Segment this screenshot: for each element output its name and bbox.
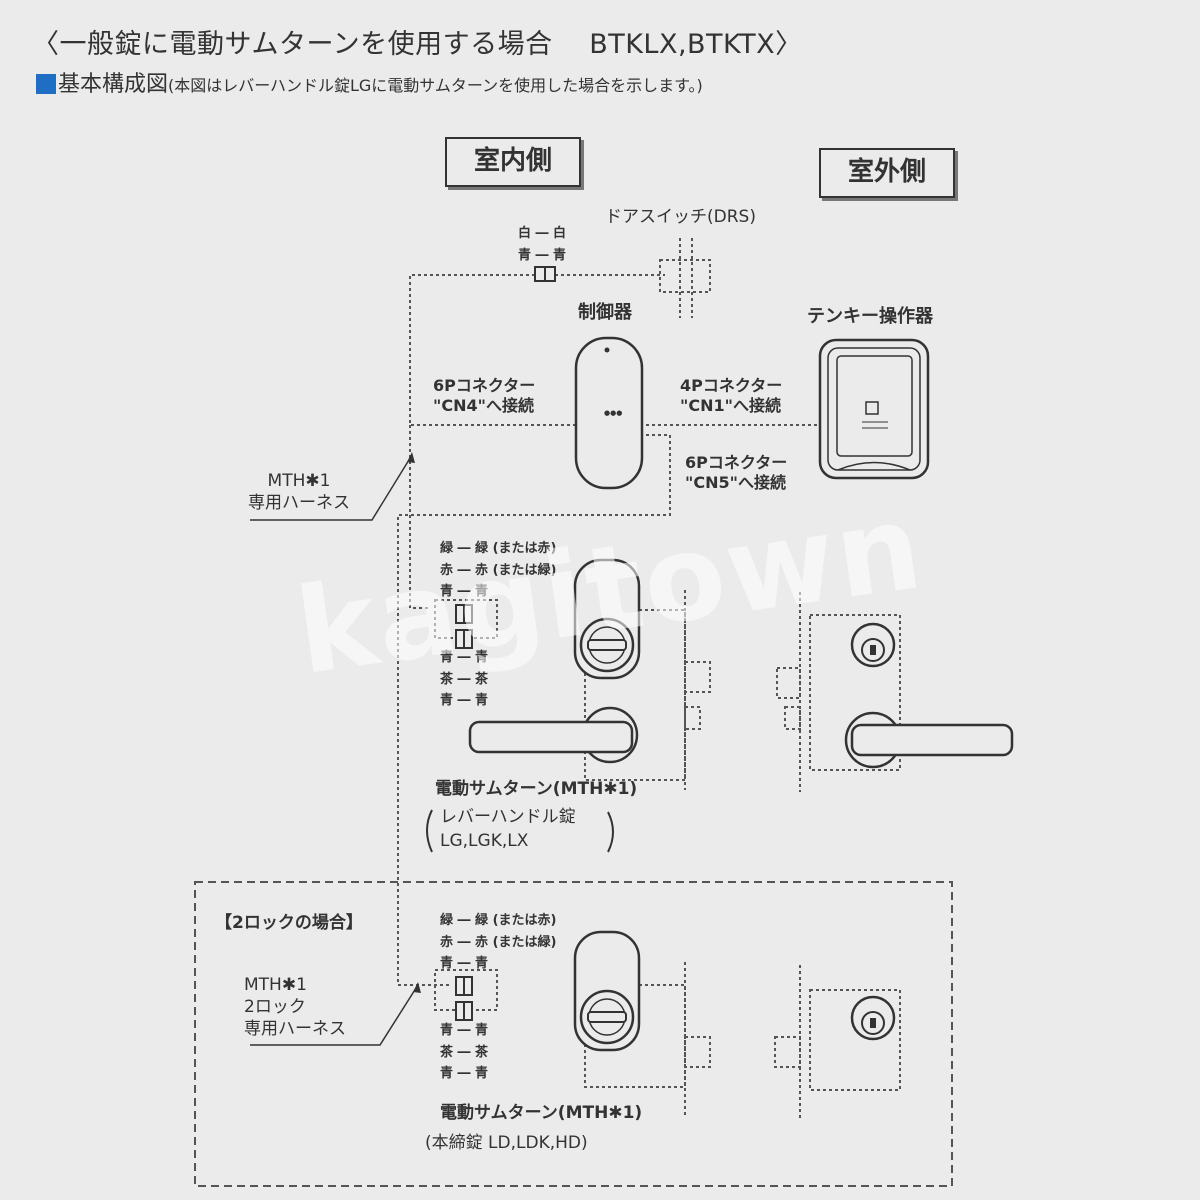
outdoor-side-label: 室外側 bbox=[819, 148, 955, 198]
cn1-line: 4Pコネクター bbox=[680, 376, 783, 395]
two-lock-heading: 【2ロックの場合】 bbox=[215, 913, 363, 933]
harness-line: 2ロック bbox=[244, 997, 306, 1017]
thumbturn-2-wires-bottom: 青 ― 青 茶 ― 茶 青 ― 青 bbox=[440, 1020, 488, 1085]
cn4-line: 6Pコネクター bbox=[433, 376, 536, 395]
square-bullet-icon bbox=[36, 74, 56, 94]
controller-label: 制御器 bbox=[578, 302, 632, 323]
lock-type-1: レバーハンドル錠 LG,LGK,LX bbox=[440, 805, 576, 853]
page-title: 〈一般錠に電動サムターンを使用する場合 BTKLX,BTKTX〉 bbox=[32, 29, 803, 60]
wire-pair: 赤 ― 赤 (または緑) bbox=[440, 934, 557, 950]
outdoor-lever-handle bbox=[844, 711, 1014, 769]
subtitle-main: 基本構成図 bbox=[58, 72, 169, 97]
wire-pair: 青 ― 青 bbox=[440, 584, 489, 599]
harness-line: MTH✱1 bbox=[244, 975, 307, 995]
cn4-label: 6Pコネクター "CN4"へ接続 bbox=[433, 376, 535, 416]
thumbturn-1-wires-top: 緑 ― 緑 (または赤) 赤 ― 赤 (または緑) 青 ― 青 bbox=[440, 538, 556, 603]
wire-pair: 青 ― 青 bbox=[518, 247, 567, 263]
harness-line: 専用ハーネス bbox=[248, 493, 350, 513]
cn5-label: 6Pコネクター "CN5"へ接続 bbox=[685, 453, 787, 493]
thumbturn-1 bbox=[573, 558, 641, 680]
keypad-device bbox=[818, 338, 930, 480]
subtitle-note: (本図はレバーハンドル錠LGに電動サムターンを使用した場合を示します。) bbox=[168, 76, 703, 95]
door-switch-label: ドアスイッチ(DRS) bbox=[605, 207, 756, 227]
wire-pair: 青 ― 青 bbox=[440, 956, 489, 971]
thumbturn-2-label: 電動サムターン(MTH✱1) bbox=[440, 1103, 643, 1123]
diagram-subtitle: 基本構成図(本図はレバーハンドル錠LGに電動サムターンを使用した場合を示します。… bbox=[36, 66, 703, 98]
controller-device: ●●● bbox=[574, 336, 644, 490]
wire-pair: 茶 ― 茶 bbox=[440, 671, 489, 687]
harness-line: MTH✱1 bbox=[267, 471, 331, 491]
indoor-side-label: 室内側 bbox=[445, 137, 581, 187]
cn4-line: "CN4"へ接続 bbox=[433, 396, 534, 415]
cn5-line: 6Pコネクター bbox=[685, 453, 788, 472]
lock-type-2: (本締錠 LD,LDK,HD) bbox=[425, 1133, 588, 1153]
wire-pair: 青 ― 青 bbox=[440, 1066, 489, 1081]
wire-pair: 青 ― 青 bbox=[440, 693, 489, 708]
wire-pair: 赤 ― 赤 (または緑) bbox=[440, 562, 557, 578]
wire-pair: 白 ― 白 bbox=[518, 226, 567, 241]
lock-type-line: レバーハンドル錠 bbox=[440, 807, 576, 827]
thumbturn-1-wires-bottom: 青 ― 青 茶 ― 茶 青 ― 青 bbox=[440, 647, 488, 712]
outdoor-cylinder-2 bbox=[850, 995, 896, 1041]
harness-label: MTH✱1 専用ハーネス bbox=[248, 470, 350, 514]
cn1-line: "CN1"へ接続 bbox=[680, 396, 781, 415]
harness-line: 専用ハーネス bbox=[244, 1019, 346, 1039]
cn1-label: 4Pコネクター "CN1"へ接続 bbox=[680, 376, 782, 416]
outdoor-cylinder-1 bbox=[850, 622, 896, 668]
svg-text:●●●: ●●● bbox=[604, 409, 622, 417]
keypad-label: テンキー操作器 bbox=[807, 306, 933, 327]
cn5-line: "CN5"へ接続 bbox=[685, 473, 786, 492]
thumbturn-1-label: 電動サムターン(MTH✱1) bbox=[435, 779, 638, 799]
thumbturn-2-wires-top: 緑 ― 緑 (または赤) 赤 ― 赤 (または緑) 青 ― 青 bbox=[440, 910, 556, 975]
wire-pair: 茶 ― 茶 bbox=[440, 1044, 489, 1060]
thumbturn-2 bbox=[573, 930, 641, 1052]
wire-pair: 青 ― 青 bbox=[440, 650, 489, 665]
two-lock-harness-label: MTH✱1 2ロック 専用ハーネス bbox=[244, 974, 346, 1040]
wire-pair: 緑 ― 緑 (または赤) bbox=[440, 541, 557, 556]
door-switch-wires: 白 ― 白 青 ― 青 bbox=[518, 223, 566, 266]
wire-pair: 緑 ― 緑 (または赤) bbox=[440, 913, 557, 928]
lock-type-line: LG,LGK,LX bbox=[440, 831, 529, 851]
indoor-lever-handle bbox=[468, 706, 639, 764]
wire-pair: 青 ― 青 bbox=[440, 1023, 489, 1038]
